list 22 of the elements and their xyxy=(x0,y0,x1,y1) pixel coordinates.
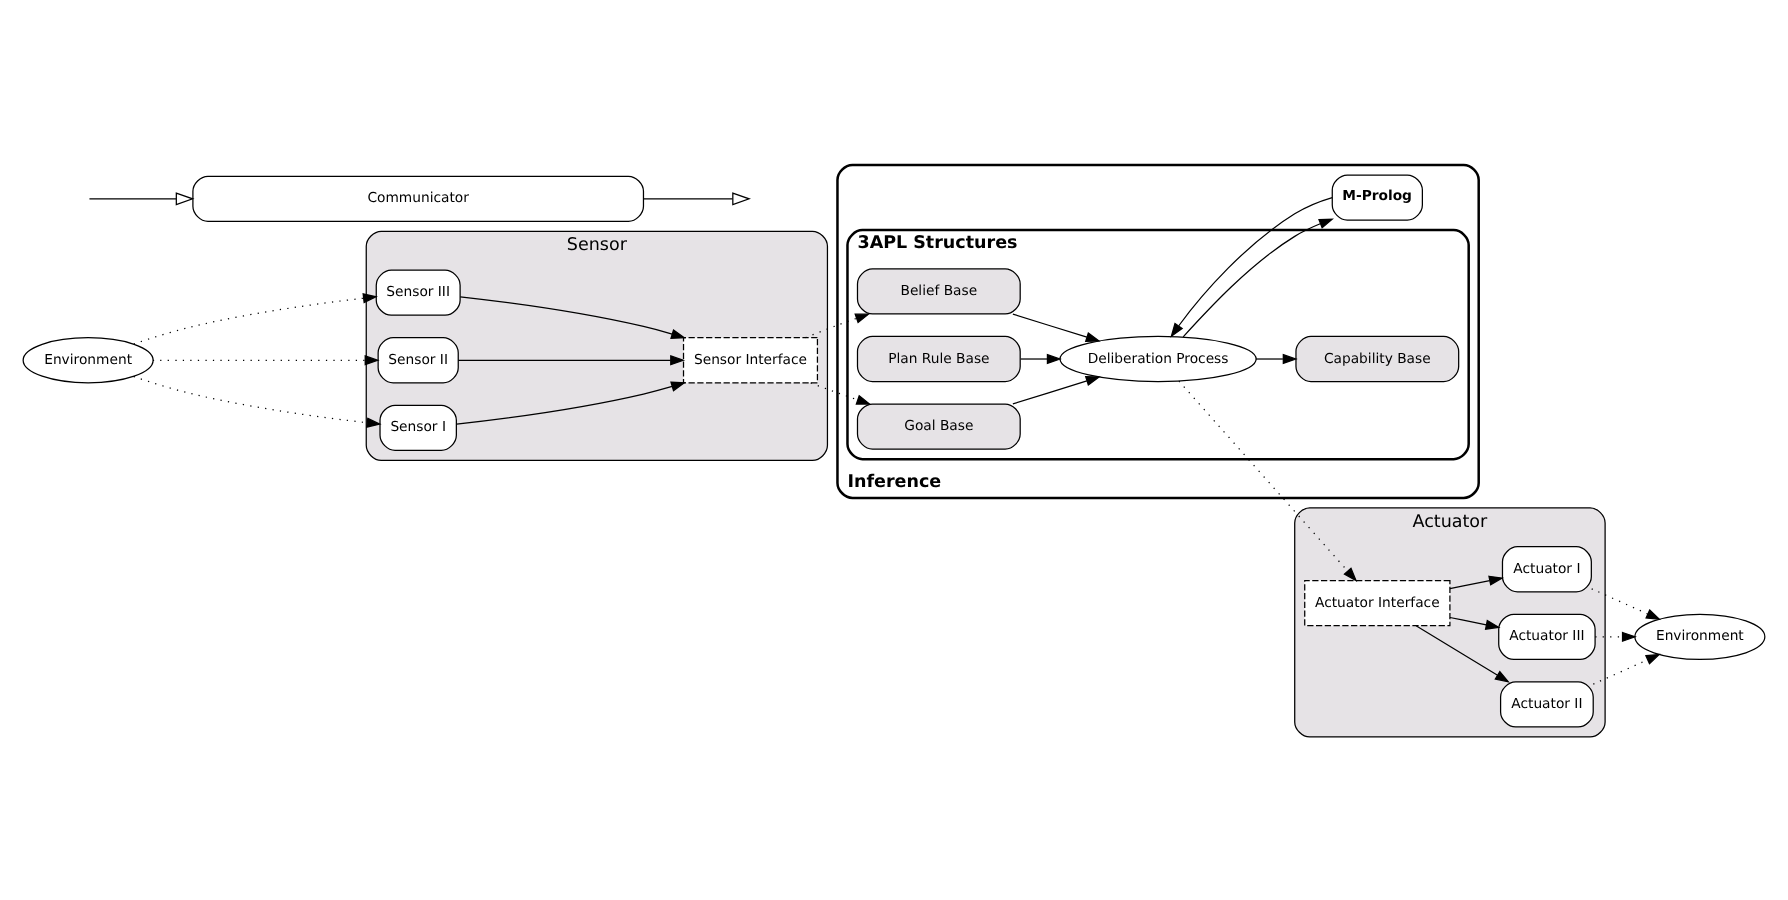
arrow xyxy=(1591,587,1662,619)
arrow xyxy=(1415,624,1510,682)
arrow xyxy=(1012,312,1101,342)
arrow xyxy=(1255,352,1298,364)
arrow xyxy=(456,380,687,424)
arrow xyxy=(133,374,382,427)
arrow xyxy=(1594,630,1637,642)
arrow xyxy=(152,354,380,365)
arrow xyxy=(1170,196,1333,337)
arrow xyxy=(1012,374,1101,404)
arrow xyxy=(1449,574,1504,589)
arrow xyxy=(1178,379,1358,581)
arrow xyxy=(457,354,686,365)
arrow xyxy=(133,292,378,344)
arrow xyxy=(459,295,687,338)
arrow xyxy=(1020,352,1062,364)
arrow xyxy=(642,191,751,205)
arrow xyxy=(1182,217,1334,337)
arrow xyxy=(88,191,195,205)
arrow xyxy=(810,381,872,404)
arrow xyxy=(1592,652,1661,684)
arrow xyxy=(1449,615,1501,629)
